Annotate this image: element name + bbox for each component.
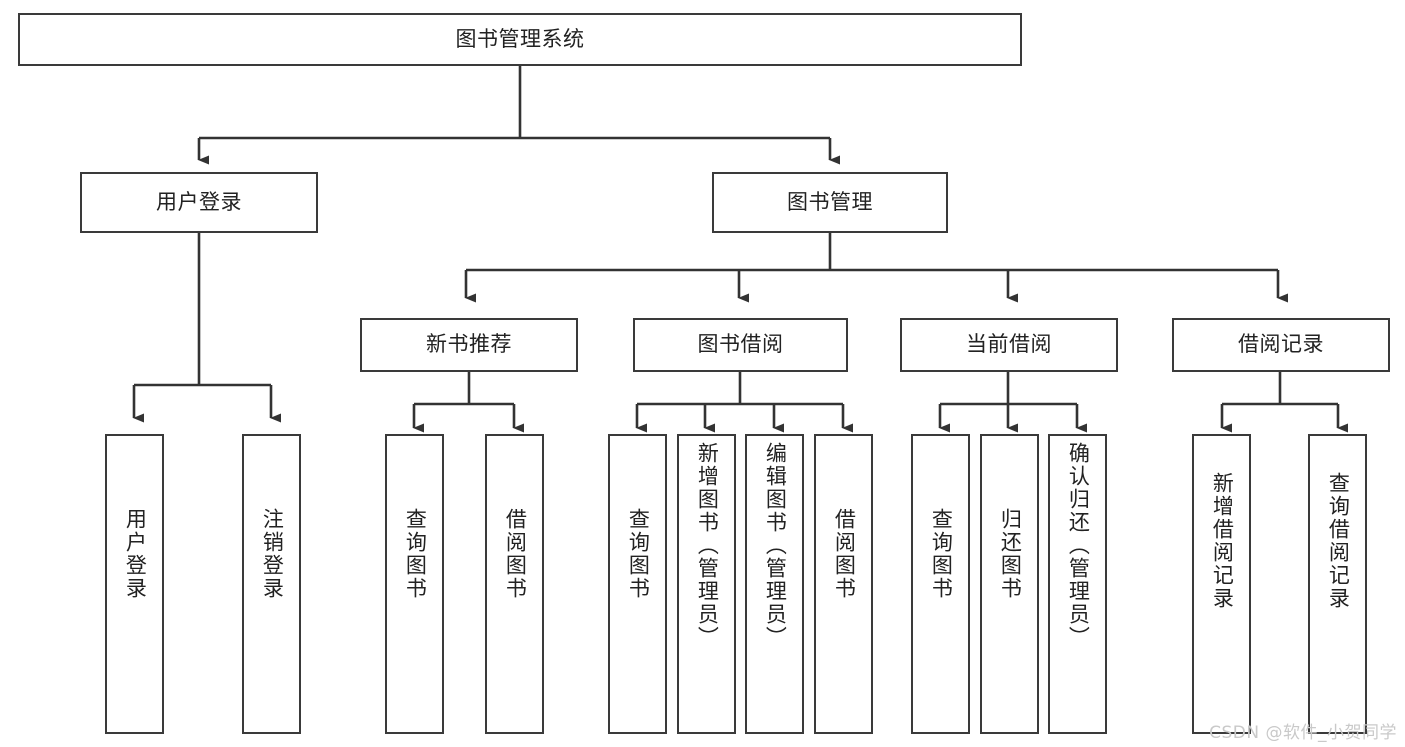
node-new-book-recommend[interactable]: 新书推荐 bbox=[360, 318, 578, 372]
leaf-new-book-borrow-books[interactable]: 借阅图书 bbox=[485, 434, 544, 734]
leaf-label: 查询图书 bbox=[626, 508, 651, 600]
leaf-label: 借阅图书 bbox=[832, 508, 857, 600]
node-book-management[interactable]: 图书管理 bbox=[712, 172, 948, 233]
node-root-library-system[interactable]: 图书管理系统 bbox=[18, 13, 1022, 66]
leaf-label: 归还图书 bbox=[998, 508, 1023, 600]
leaf-current-borrow-return-books[interactable]: 归还图书 bbox=[980, 434, 1039, 734]
node-label: 图书管理 bbox=[787, 189, 873, 214]
leaf-label: 新增图书（管理员） bbox=[695, 442, 720, 649]
leaf-borrow-records-query-record[interactable]: 查询借阅记录 bbox=[1308, 434, 1367, 734]
node-label: 用户登录 bbox=[156, 189, 242, 214]
node-label: 当前借阅 bbox=[966, 332, 1052, 357]
leaf-label: 查询借阅记录 bbox=[1326, 472, 1351, 610]
node-book-borrow[interactable]: 图书借阅 bbox=[633, 318, 848, 372]
csdn-watermark: CSDN @软件_小贺同学 bbox=[1209, 723, 1397, 743]
node-label: 图书借阅 bbox=[697, 332, 784, 357]
node-label: 图书管理系统 bbox=[455, 26, 585, 51]
leaf-borrow-records-add-record[interactable]: 新增借阅记录 bbox=[1192, 434, 1251, 734]
leaf-label: 编辑图书（管理员） bbox=[763, 442, 788, 649]
leaf-label: 注销登录 bbox=[260, 508, 285, 600]
leaf-new-book-query-books[interactable]: 查询图书 bbox=[385, 434, 444, 734]
node-label: 新书推荐 bbox=[426, 332, 512, 357]
leaf-book-borrow-borrow-books[interactable]: 借阅图书 bbox=[814, 434, 873, 734]
leaf-book-borrow-edit-book-admin[interactable]: 编辑图书（管理员） bbox=[745, 434, 804, 734]
leaf-label: 确认归还（管理员） bbox=[1066, 442, 1091, 649]
leaf-user-login-signin[interactable]: 用户登录 bbox=[105, 434, 164, 734]
leaf-label: 新增借阅记录 bbox=[1210, 472, 1235, 610]
leaf-book-borrow-query-books[interactable]: 查询图书 bbox=[608, 434, 667, 734]
node-label: 借阅记录 bbox=[1238, 332, 1324, 357]
leaf-current-borrow-confirm-return-admin[interactable]: 确认归还（管理员） bbox=[1048, 434, 1107, 734]
leaf-label: 借阅图书 bbox=[503, 508, 528, 600]
leaf-label: 用户登录 bbox=[123, 508, 148, 600]
leaf-current-borrow-query-books[interactable]: 查询图书 bbox=[911, 434, 970, 734]
leaf-label: 查询图书 bbox=[929, 508, 954, 600]
leaf-book-borrow-add-book-admin[interactable]: 新增图书（管理员） bbox=[677, 434, 736, 734]
node-current-borrow[interactable]: 当前借阅 bbox=[900, 318, 1118, 372]
leaf-user-login-signout[interactable]: 注销登录 bbox=[242, 434, 301, 734]
node-user-login[interactable]: 用户登录 bbox=[80, 172, 318, 233]
leaf-label: 查询图书 bbox=[403, 508, 428, 600]
node-borrow-records[interactable]: 借阅记录 bbox=[1172, 318, 1390, 372]
